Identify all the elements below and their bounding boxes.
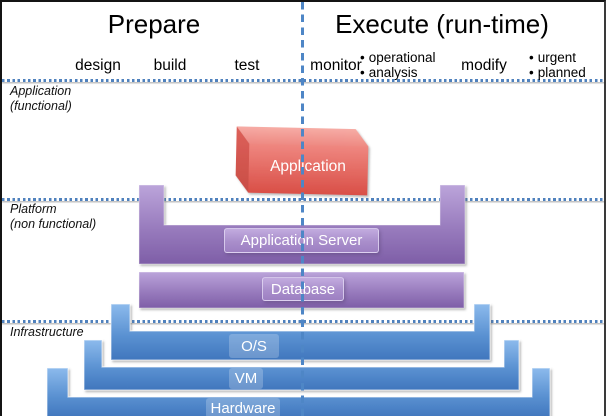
monitor-bullet-1: operational (368, 50, 436, 65)
hardware-label: Hardware (206, 398, 280, 416)
application-server-shape (138, 184, 466, 265)
modify-bullet-1: urgent (537, 50, 577, 65)
bullet-line: •urgent (529, 50, 586, 66)
layer-name: Platform (10, 202, 57, 216)
bullet-icon: • (360, 64, 365, 80)
monitor-bullet-list: •operational •analysis (360, 50, 436, 81)
bullet-icon: • (529, 64, 534, 80)
layer-label-infrastructure: Infrastructure (10, 325, 84, 340)
modify-bullet-2: planned (537, 64, 586, 80)
bullet-icon: • (529, 50, 534, 65)
modify-bullet-list: •urgent •planned (529, 50, 586, 81)
phase-title-prepare: Prepare (107, 9, 201, 39)
activity-build: build (153, 57, 187, 74)
layer-sub: (functional) (10, 99, 72, 113)
activity-test: test (234, 57, 260, 74)
layer-label-platform: Platform (non functional) (10, 202, 96, 232)
layer-name: Infrastructure (10, 325, 84, 339)
bullet-line: •operational (360, 50, 436, 66)
bullet-line: •planned (529, 64, 586, 81)
application-box-label: Application (270, 158, 346, 175)
activity-modify: modify (461, 57, 507, 74)
application-box-shape (235, 126, 369, 196)
hardware-shape (46, 367, 551, 416)
bullet-line: •analysis (360, 64, 436, 81)
vm-shape (83, 339, 520, 391)
vm-label: VM (229, 368, 263, 389)
layer-name: Application (10, 84, 72, 98)
activity-monitor: monitor (310, 57, 362, 74)
layer-label-application: Application (functional) (10, 84, 72, 114)
bullet-icon: • (360, 50, 365, 65)
monitor-bullet-2: analysis (368, 64, 418, 80)
layer-sub: (non functional) (10, 217, 97, 231)
phase-title-execute: Execute (run-time) (335, 9, 549, 39)
os-label: O/S (229, 334, 279, 358)
prepare-execute-divider-line (301, 2, 304, 416)
os-shape (110, 303, 491, 361)
activity-design: design (75, 57, 121, 74)
